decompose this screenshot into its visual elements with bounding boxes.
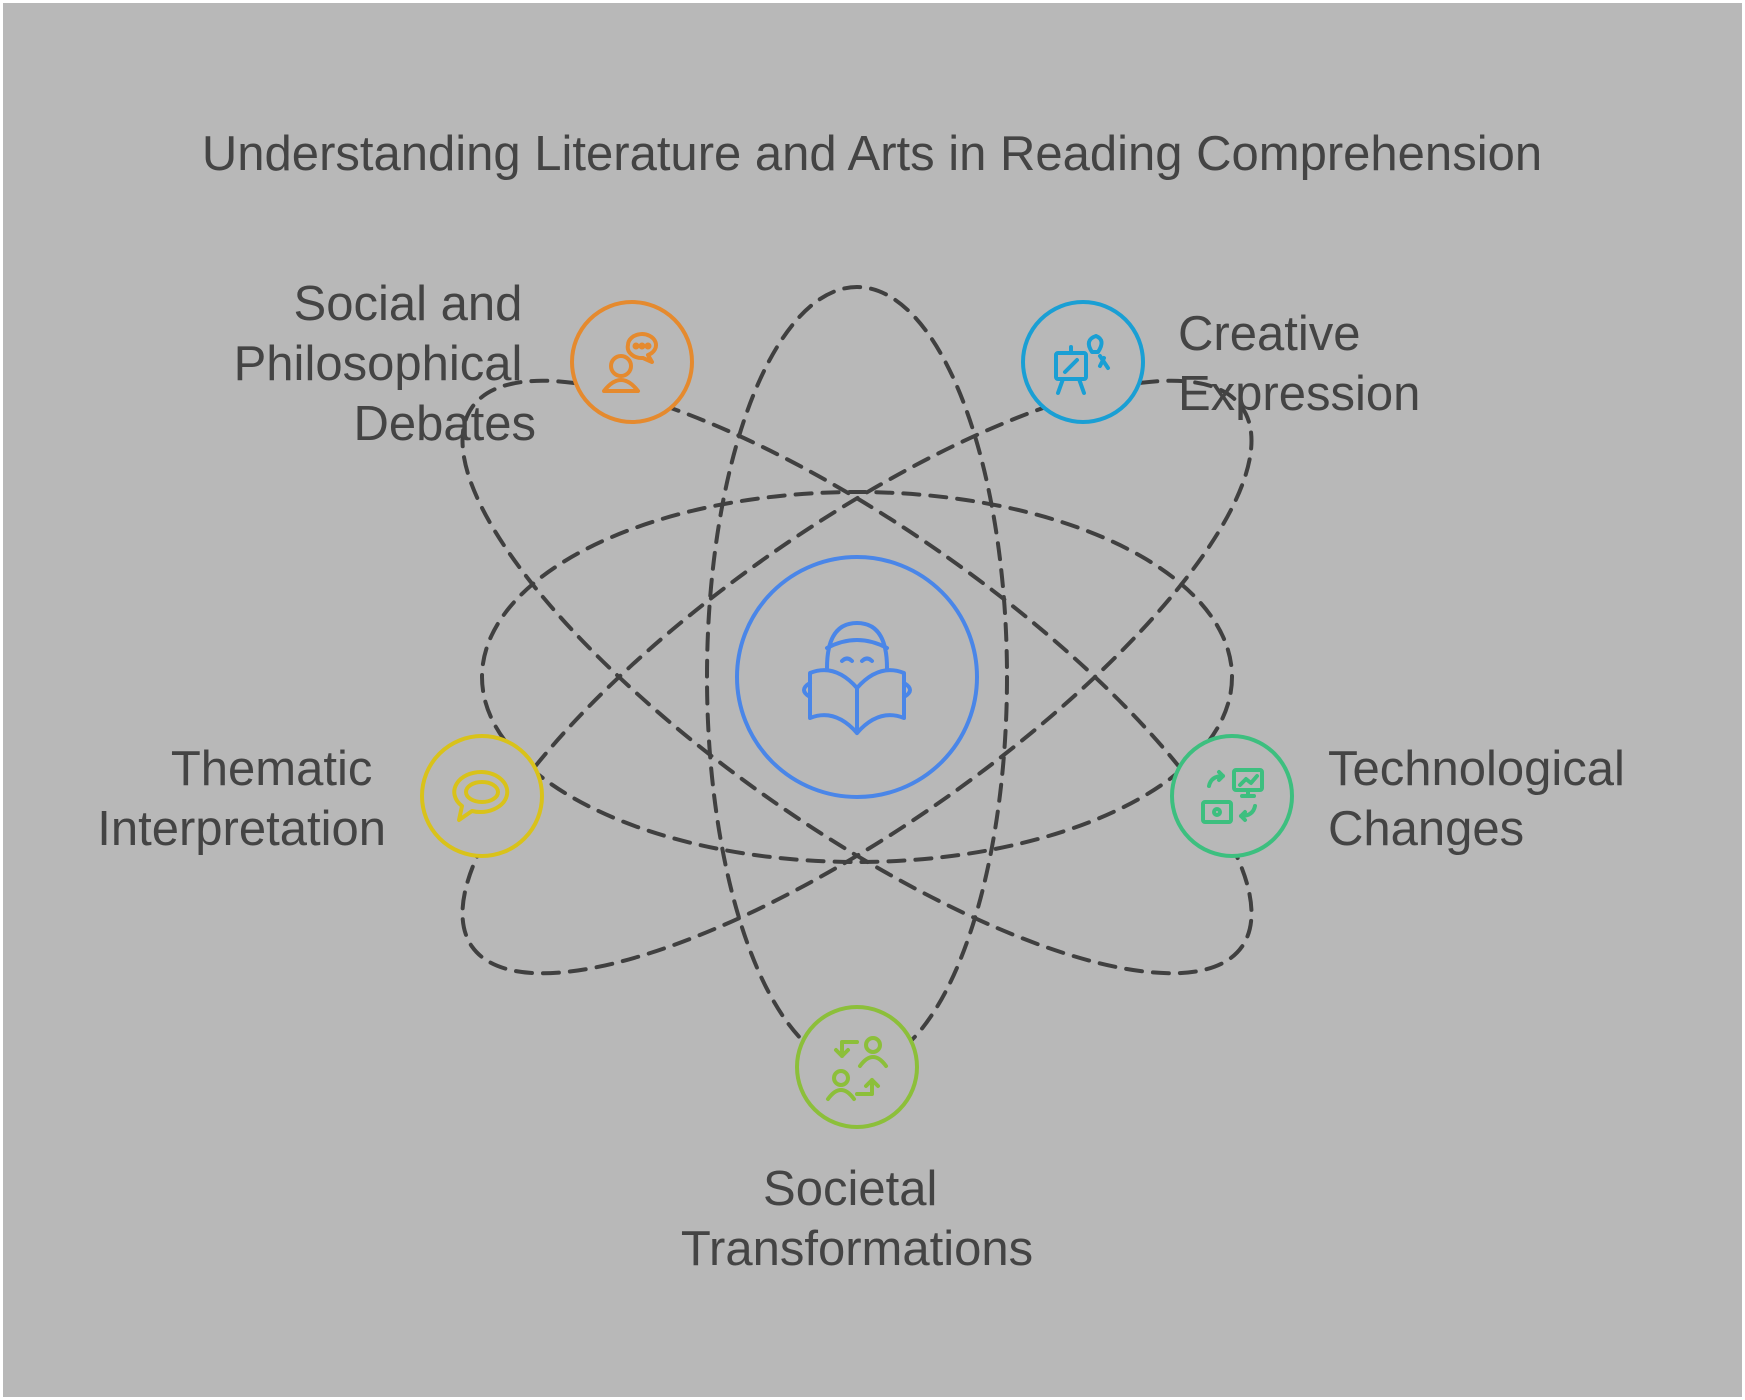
- societal-label: Societal Transformations: [681, 1162, 1033, 1276]
- easel-art-icon: [1054, 334, 1110, 395]
- social-label: Social and Philosophical Debates: [234, 277, 536, 451]
- orbit-ellipse-horizontal: [480, 490, 1234, 864]
- node-technological-changes: Technological Changes: [1170, 734, 1639, 858]
- discussion-person-icon: [602, 332, 658, 393]
- node-societal-transformations: Societal Transformations: [681, 1005, 1033, 1276]
- node-thematic-interpretation: Thematic Interpretation: [97, 734, 544, 858]
- diagram-title: Understanding Literature and Arts in Rea…: [202, 127, 1542, 181]
- creative-label-line-2: Expression: [1178, 367, 1420, 421]
- creative-label-line-1: Creative: [1178, 307, 1360, 361]
- technological-label: Technological Changes: [1328, 742, 1639, 856]
- thematic-node-circle: [420, 734, 544, 858]
- social-label-line-1: Social and: [294, 277, 523, 331]
- societal-node-circle: [795, 1005, 919, 1129]
- social-label-line-2: Philosophical: [234, 337, 523, 391]
- reading-book-icon: [802, 621, 912, 735]
- technological-node-circle: [1170, 734, 1294, 858]
- thematic-label-line-2: Interpretation: [97, 802, 386, 856]
- center-node: [735, 555, 979, 799]
- node-creative-expression: Creative Expression: [1021, 300, 1420, 424]
- monitor-swap-icon: [1201, 768, 1264, 824]
- orbit-ellipse-diagonal-left: [460, 378, 1254, 976]
- speech-bubble-icon: [452, 769, 510, 822]
- social-label-line-3: Debates: [353, 397, 536, 451]
- technological-label-line-1: Technological: [1328, 742, 1625, 796]
- societal-label-line-2: Transformations: [681, 1222, 1033, 1276]
- creative-node-circle: [1021, 300, 1145, 424]
- orbit-ellipse-diagonal-right: [460, 378, 1254, 976]
- creative-label: Creative Expression: [1178, 307, 1420, 421]
- societal-label-line-1: Societal: [763, 1162, 937, 1216]
- people-exchange-icon: [826, 1036, 888, 1101]
- thematic-label-line-1: Thematic: [171, 742, 373, 796]
- technological-label-line-2: Changes: [1328, 802, 1524, 856]
- center-node-circle: [735, 555, 979, 799]
- thematic-label: Thematic Interpretation: [97, 742, 386, 856]
- node-social-philosophical-debates: Social and Philosophical Debates: [234, 277, 694, 451]
